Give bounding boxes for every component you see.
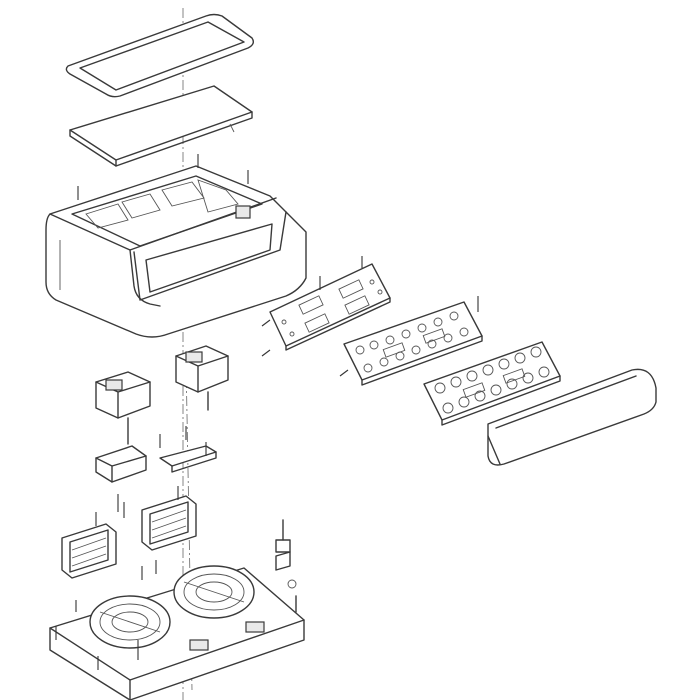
filter-left <box>61 523 117 579</box>
upper-housing <box>45 165 307 338</box>
top-cover-panel <box>69 85 253 167</box>
motor-assembly-right <box>175 345 229 411</box>
small-fastener-set <box>275 519 297 613</box>
button-sheet <box>423 341 561 426</box>
bracket-left <box>95 445 147 483</box>
keypad-membrane <box>343 301 483 386</box>
bracket-right <box>159 445 217 473</box>
screw-markers <box>55 154 479 670</box>
gasket-frame <box>65 13 255 98</box>
front-lens <box>487 368 657 466</box>
filter-right <box>141 495 197 551</box>
fan-base <box>49 565 305 700</box>
circuit-board <box>269 263 391 351</box>
motor-assembly-left <box>95 371 151 445</box>
